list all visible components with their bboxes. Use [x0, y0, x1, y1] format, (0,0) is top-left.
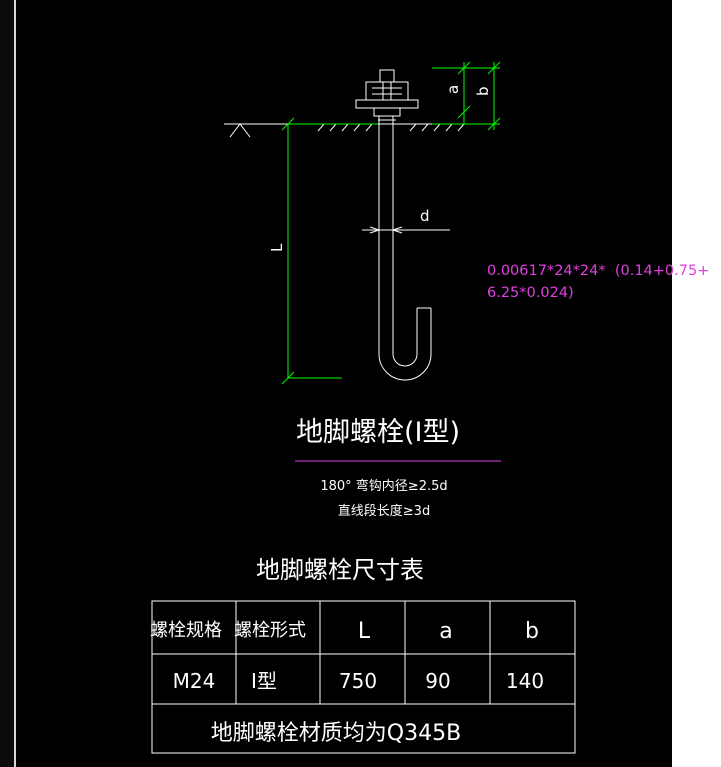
dimension-a-b — [432, 61, 501, 131]
dimension-d-label: d — [420, 207, 430, 225]
table-header-a: a — [439, 619, 452, 644]
bolt-nut-assembly — [355, 69, 419, 121]
table-header-b: b — [525, 619, 539, 644]
table-header-type: 螺栓形式 — [234, 620, 306, 641]
drawing-title: 地脚螺栓(Ⅰ型) — [296, 417, 460, 448]
ground-hatch — [317, 123, 465, 132]
table-cell-spec: M24 — [173, 669, 216, 693]
canvas-left-strip — [0, 0, 14, 767]
dimension-table-grid — [151, 600, 576, 754]
table-cell-b: 140 — [506, 669, 544, 693]
note-straight-length: 直线段长度≥3d — [338, 503, 430, 519]
dimension-L-label: L — [268, 243, 286, 252]
bolt-shaft — [362, 116, 450, 381]
dimension-d — [369, 226, 403, 234]
ground-line — [224, 123, 470, 138]
table-footer-material: 地脚螺栓材质均为Q345B — [211, 721, 461, 746]
table-cell-L: 750 — [339, 669, 377, 693]
cad-canvas[interactable] — [0, 0, 672, 767]
canvas-left-border — [14, 0, 16, 767]
dimension-b-label: b — [474, 86, 492, 96]
note-hook-radius: 180° 弯钩内径≥2.5d — [320, 478, 447, 494]
formula-annotation[interactable]: 0.00617*24*24* (0.14+0.75+ 6.25*0.024) — [487, 263, 710, 301]
dimension-a-label: a — [444, 85, 462, 94]
table-title: 地脚螺栓尺寸表 — [256, 556, 424, 584]
table-cell-type: Ⅰ型 — [251, 669, 277, 693]
table-cell-a: 90 — [425, 669, 450, 693]
table-header-spec: 螺栓规格 — [150, 620, 222, 641]
dimension-L — [281, 117, 378, 385]
table-header-L: L — [358, 619, 371, 644]
